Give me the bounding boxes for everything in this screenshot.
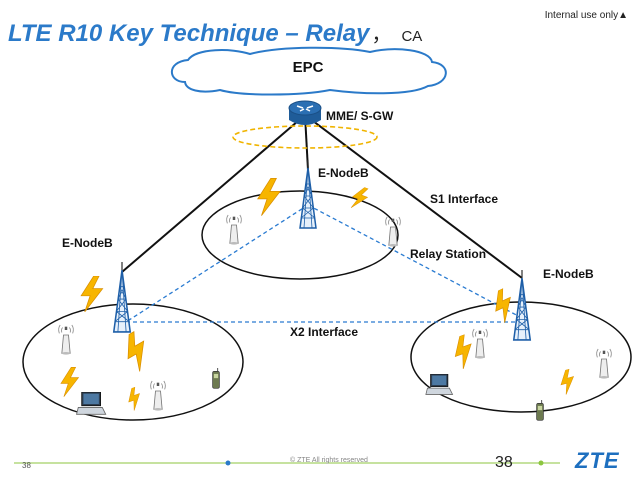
enodeb-right-label: E-NodeB [543,267,594,281]
relay-antenna-icon [596,348,612,380]
laptop-icon [76,392,107,415]
lightning-icon [124,385,146,412]
title-suffix: CA [401,28,423,45]
lightning-icon [487,286,520,325]
footer-copyright: © ZTE All rights reserved [290,457,368,464]
lightning-icon [257,178,281,216]
internal-use-note: Internal use only▲ [544,10,628,21]
relay-antenna-icon [472,328,488,360]
router-halo [232,125,378,149]
footer-rule [14,460,560,466]
relay-antenna-icon [226,214,242,246]
lightning-icon [557,367,579,396]
mme-sgw-label: MME/ S-GW [326,109,394,123]
router-icon [288,100,322,125]
mobile-phone-icon [212,368,220,389]
lightning-icon [60,366,79,398]
laptop-icon [425,374,453,395]
enodeb-right-tower-icon [512,270,532,341]
title-separator: ， [371,24,392,46]
enodeb-center-label: E-NodeB [318,166,369,180]
slide-title: LTE R10 Key Technique – Relay， CA [8,18,422,48]
x2-interface-label: X2 Interface [290,325,358,339]
s1-interface-label: S1 Interface [430,192,498,206]
zte-logo: ZTE [575,448,620,473]
enodeb-left-label: E-NodeB [62,236,113,250]
left-cell [22,303,244,421]
lightning-icon [448,333,479,371]
footer-page-number-left: 38 [22,461,31,470]
mobile-phone-icon [536,400,544,421]
footer-page-number-right: 38 [495,454,513,471]
lightning-icon [117,329,157,374]
enodeb-center-tower-icon [299,160,317,229]
epc-cloud [170,46,447,96]
x2-links [125,204,523,323]
relay-antenna-icon [58,324,74,356]
relay-station-label: Relay Station [410,247,486,261]
relay-antenna-icon [150,380,166,412]
enodeb-left-tower-icon [112,262,132,333]
epc-label: EPC [293,59,324,76]
center-cell [201,190,399,280]
title-text: LTE R10 Key Technique – Relay [8,20,370,47]
